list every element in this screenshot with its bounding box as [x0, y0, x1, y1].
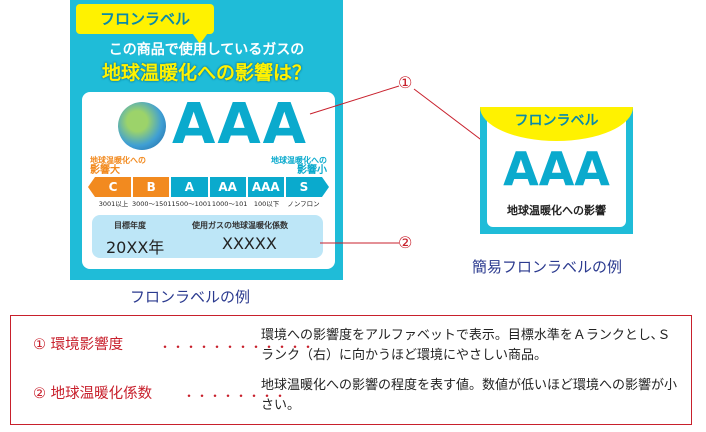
- bubble-tail: [190, 30, 210, 44]
- range-b: 3000～1501: [131, 200, 172, 208]
- simple-label-title: フロンラベル: [480, 107, 633, 141]
- low-impact-label: 地球温暖化への影響小: [271, 156, 327, 176]
- scale-aaa: AAA: [247, 177, 284, 197]
- label-body: AAA 地球温暖化への影響大 地球温暖化への影響小 C B A AA AAA S…: [82, 92, 335, 269]
- simple-rank: AAA: [503, 142, 610, 196]
- scale-s: S: [285, 177, 323, 197]
- simple-label-caption: 簡易フロンラベルの例: [472, 258, 623, 276]
- scale-ranges: 3001以上 3000～1501 1500～1001 1000～101 100以…: [95, 198, 322, 208]
- legend-desc-2: 地球温暖化への影響の程度を表す値。数値が低いほど環境への影響が小さい。: [261, 378, 678, 413]
- range-a: 1500～1001: [171, 200, 212, 208]
- side-right-line2: 影響小: [297, 165, 327, 176]
- main-label-caption: フロンラベルの例: [130, 288, 251, 306]
- callout-line-1b: [413, 88, 493, 149]
- legend-term-1: ① 環境影響度: [33, 337, 124, 353]
- simple-subtitle: 地球温暖化への影響: [507, 204, 606, 217]
- simple-label-example: フロンラベル AAA 地球温暖化への影響: [480, 107, 633, 234]
- callout-lines: [309, 85, 493, 244]
- globe-icon: [118, 102, 166, 150]
- rank-display: AAA: [172, 92, 309, 157]
- side-left-line1: 地球温暖化への: [90, 156, 146, 165]
- arrow-left-icon: [88, 177, 95, 197]
- label-title-bubble: フロンラベル: [76, 4, 214, 34]
- target-year-label: 目標年度: [114, 221, 146, 230]
- side-right-line1: 地球温暖化への: [271, 156, 327, 165]
- fron-label-example: フロンラベル この商品で使用しているガスの 地球温暖化への影響は？ AAA 地球…: [70, 0, 343, 280]
- scale-aa: AA: [209, 177, 246, 197]
- gwp-label: 使用ガスの地球温暖化係数: [192, 221, 288, 230]
- range-aaa: 100以下: [253, 200, 280, 208]
- scale-a: A: [171, 177, 208, 197]
- legend-dots-1: ・・・・・・・・・・・・: [159, 340, 316, 354]
- gwp-value: XXXXX: [222, 234, 277, 253]
- callout-2: ②: [398, 233, 413, 252]
- scale-c: C: [95, 177, 132, 197]
- legend-desc-1: 環境への影響度をアルファベットで表示。目標水準をＡランクとし､Ｓランク（右）に向…: [261, 328, 671, 363]
- question-line-1: この商品で使用しているガスの: [108, 42, 305, 58]
- target-year-value: 20XX年: [106, 238, 165, 257]
- side-left-line2: 影響大: [90, 165, 120, 176]
- arrow-right-icon: [322, 177, 330, 197]
- callout-1: ①: [398, 73, 413, 92]
- range-c: 3001以上: [98, 200, 129, 208]
- high-impact-label: 地球温暖化への影響大: [90, 156, 146, 176]
- callout-line-1a: [309, 85, 400, 115]
- legend-dots-2: ・・・・・・・・: [183, 389, 288, 403]
- legend-term-2: ② 地球温暖化係数: [33, 386, 153, 402]
- range-aa: 1000～101: [211, 200, 248, 208]
- legend-box: ① 環境影響度 ・・・・・・・・・・・・ 環境への影響度をアルファベットで表示。…: [10, 315, 692, 425]
- info-panel: 目標年度 20XX年 使用ガスの地球温暖化係数 XXXXX: [92, 215, 323, 258]
- scale-b: B: [133, 177, 170, 197]
- rank-scale-bar: C B A AA AAA S: [88, 177, 330, 197]
- question-line-2: 地球温暖化への影響は？: [101, 62, 311, 84]
- range-s: ノンフロン: [287, 200, 320, 208]
